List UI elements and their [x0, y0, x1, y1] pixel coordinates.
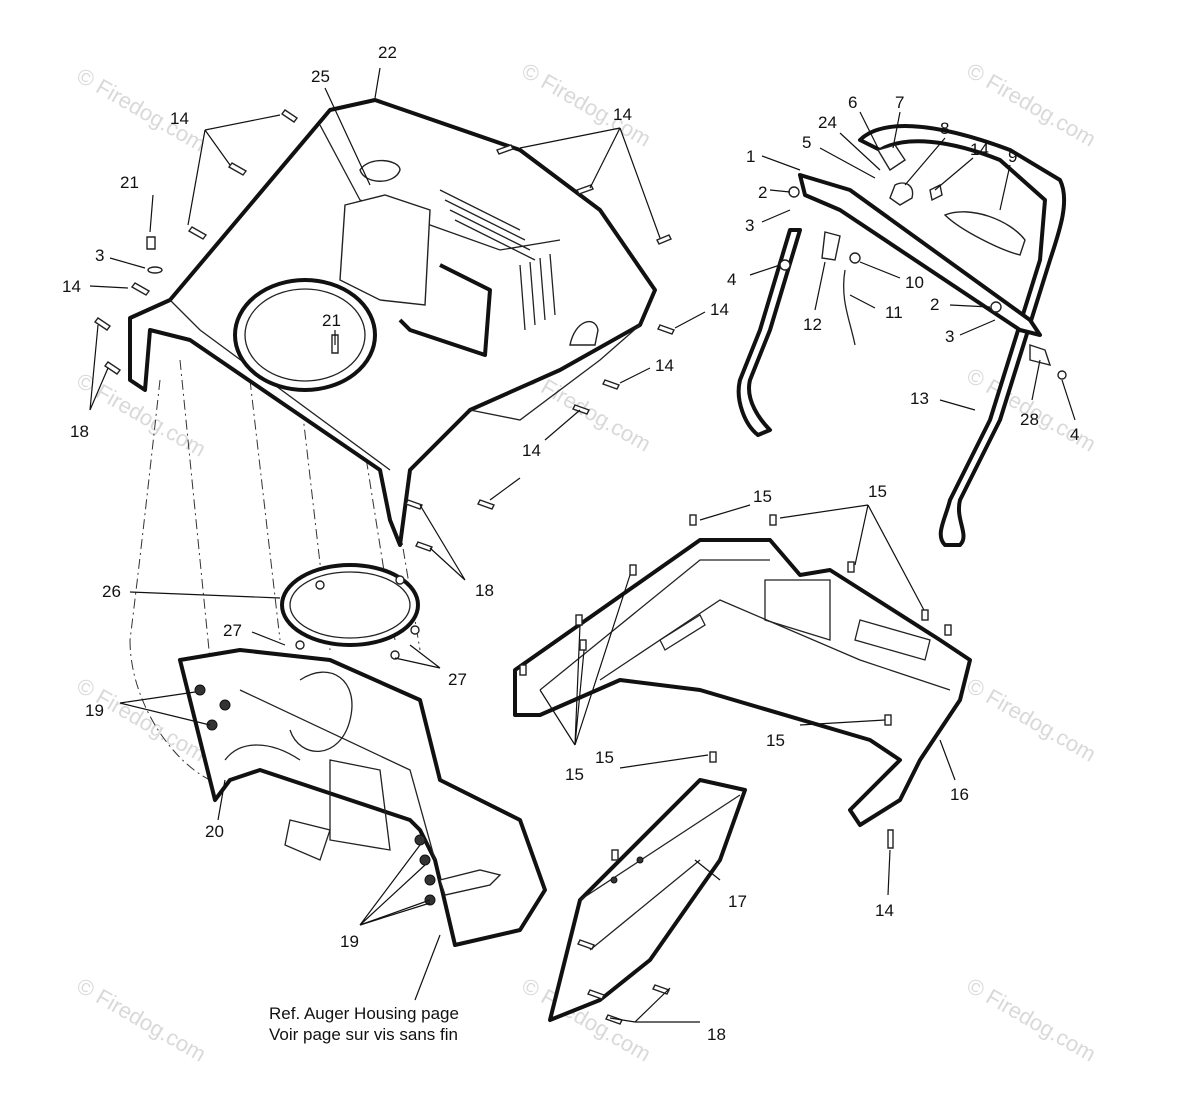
- watermark: © Firedog.com: [73, 973, 211, 1067]
- callout-18: 18: [475, 581, 494, 600]
- callout-22: 22: [378, 43, 397, 62]
- watermark: © Firedog.com: [73, 63, 211, 157]
- fasteners: [93, 109, 894, 1025]
- reference-caption: Ref. Auger Housing page Voir page sur vi…: [269, 1004, 459, 1044]
- chute-ring: [280, 563, 420, 665]
- callout-19: 19: [340, 932, 359, 951]
- callout-12: 12: [803, 315, 822, 334]
- chute-opening: [233, 278, 377, 392]
- callout-9: 9: [1008, 147, 1017, 166]
- callout-15: 15: [766, 731, 785, 750]
- callout-14: 14: [710, 300, 729, 319]
- watermark: © Firedog.com: [963, 673, 1101, 767]
- callout-25: 25: [311, 67, 330, 86]
- callout-14: 14: [655, 356, 674, 375]
- callout-18: 18: [707, 1025, 726, 1044]
- callout-8: 8: [940, 119, 949, 138]
- callout-14: 14: [522, 441, 541, 460]
- callout-14: 14: [970, 140, 989, 159]
- callout-15: 15: [753, 487, 772, 506]
- callout-7: 7: [895, 93, 904, 112]
- callout-4: 4: [727, 270, 736, 289]
- callout-16: 16: [950, 785, 969, 804]
- callout-19: 19: [85, 701, 104, 720]
- callout-3: 3: [945, 327, 954, 346]
- callout-5: 5: [802, 133, 811, 152]
- callout-15: 15: [565, 765, 584, 784]
- callout-2: 2: [758, 183, 767, 202]
- lower-shroud: [513, 538, 972, 827]
- callout-21: 21: [120, 173, 139, 192]
- callout-17: 17: [728, 892, 747, 911]
- callout-26: 26: [102, 582, 121, 601]
- lower-housing: [178, 648, 547, 947]
- callout-18: 18: [70, 422, 89, 441]
- callout-14: 14: [875, 901, 894, 920]
- callout-15: 15: [868, 482, 887, 501]
- callout-10: 10: [905, 273, 924, 292]
- callout-15: 15: [595, 748, 614, 767]
- callout-24: 24: [818, 113, 837, 132]
- callout-6: 6: [848, 93, 857, 112]
- watermark: © Firedog.com: [963, 973, 1101, 1067]
- callout-14: 14: [170, 109, 189, 128]
- handle-13: [736, 124, 1067, 547]
- callout-21: 21: [322, 311, 341, 330]
- callout-11: 11: [885, 303, 903, 322]
- callout-28: 28: [1020, 410, 1039, 429]
- watermark: © Firedog.com: [518, 58, 656, 152]
- leader-lines: [89, 67, 1076, 1023]
- callout-3: 3: [745, 216, 754, 235]
- caption-line-2: Voir page sur vis sans fin: [269, 1025, 458, 1044]
- callout-27: 27: [223, 621, 242, 640]
- cover-plate: [339, 194, 431, 306]
- callout-14: 14: [613, 105, 632, 124]
- callout-14: 14: [62, 277, 81, 296]
- callout-20: 20: [205, 822, 224, 841]
- callout-4: 4: [1070, 425, 1079, 444]
- clips-15: [519, 514, 952, 861]
- side-panel-17: [548, 778, 747, 1022]
- caption-line-1: Ref. Auger Housing page: [269, 1004, 459, 1023]
- callout-1: 1: [746, 147, 755, 166]
- watermark: © Firedog.com: [963, 58, 1101, 152]
- upper-shroud: [128, 98, 657, 547]
- callout-2: 2: [930, 295, 939, 314]
- callouts: 22 25 14 14 21 3 14 21 18 14 14 14 18 26…: [62, 43, 1079, 1044]
- callout-3: 3: [95, 246, 104, 265]
- callout-27: 27: [448, 670, 467, 689]
- callout-13: 13: [910, 389, 929, 408]
